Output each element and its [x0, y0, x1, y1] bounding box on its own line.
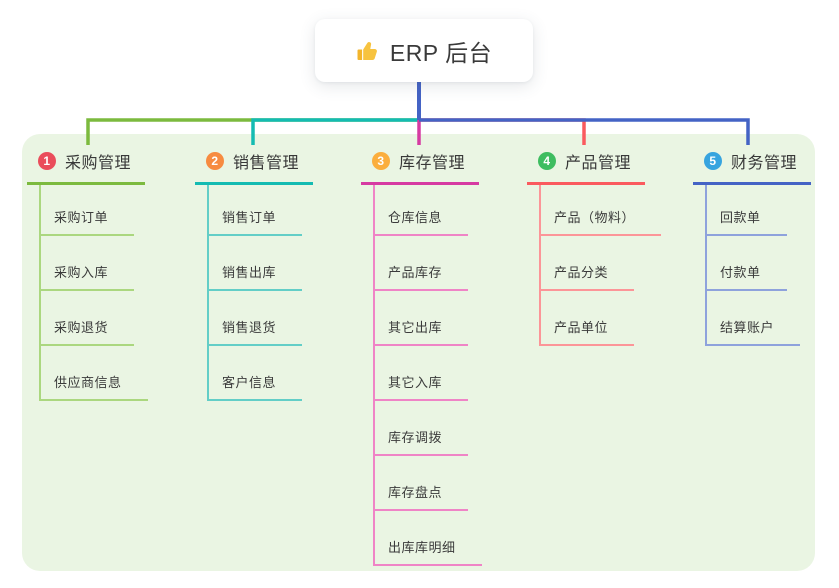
branch-header[interactable]: 2 销售管理 [195, 146, 314, 185]
child-label[interactable]: 销售退货 [209, 317, 303, 346]
child-node: 其它出库 [375, 291, 482, 346]
child-label[interactable]: 销售订单 [209, 207, 303, 236]
branch-children: 产品（物料） 产品分类产品单位 [539, 185, 662, 346]
child-label[interactable]: 库存盘点 [375, 482, 469, 511]
branch-label: 产品管理 [565, 155, 632, 172]
child-node: 产品库存 [375, 236, 482, 291]
root-node[interactable]: ERP 后台 [315, 19, 533, 82]
branch-column: 3 库存管理 仓库信息产品库存其它出库其它入库库存调拨库存盘点出库库明细 [361, 146, 482, 566]
branch-label: 库存管理 [399, 155, 466, 172]
child-label[interactable]: 产品（物料） [541, 207, 662, 236]
child-node: 客户信息 [209, 346, 303, 401]
child-node: 供应商信息 [41, 346, 148, 401]
child-label[interactable]: 其它出库 [375, 317, 469, 346]
branch-header[interactable]: 5 财务管理 [693, 146, 812, 185]
child-label[interactable]: 采购入库 [41, 262, 135, 291]
branch-column: 4 产品管理 产品（物料） 产品分类产品单位 [527, 146, 662, 346]
child-node: 结算账户 [707, 291, 801, 346]
branch-header[interactable]: 1 采购管理 [27, 146, 146, 185]
thumbs-up-icon [356, 39, 380, 63]
child-label[interactable]: 采购退货 [41, 317, 135, 346]
child-label[interactable]: 付款单 [707, 262, 787, 291]
branch-header[interactable]: 4 产品管理 [527, 146, 646, 185]
child-node: 产品分类 [541, 236, 661, 291]
branch-label: 销售管理 [233, 155, 300, 172]
child-label[interactable]: 产品单位 [541, 317, 635, 346]
branch-number-badge: 5 [704, 152, 722, 170]
child-node: 产品单位 [541, 291, 661, 346]
child-node: 销售订单 [209, 185, 303, 236]
child-node: 采购订单 [41, 185, 148, 236]
child-node: 回款单 [707, 185, 800, 236]
branch-label: 财务管理 [731, 155, 798, 172]
branch-column: 5 财务管理 回款单付款单结算账户 [693, 146, 812, 346]
branch-number-badge: 2 [206, 152, 224, 170]
branch-children: 回款单付款单结算账户 [705, 185, 801, 346]
mindmap-panel [22, 134, 815, 571]
branch-label: 采购管理 [65, 155, 132, 172]
child-node: 仓库信息 [375, 185, 482, 236]
child-label[interactable]: 产品分类 [541, 262, 635, 291]
child-node: 产品（物料） [541, 185, 662, 236]
branch-number-badge: 3 [372, 152, 390, 170]
child-label[interactable]: 仓库信息 [375, 207, 469, 236]
child-node: 库存调拨 [375, 401, 482, 456]
branch-column: 2 销售管理 销售订单销售出库销售退货客户信息 [195, 146, 314, 401]
child-label[interactable]: 结算账户 [707, 317, 801, 346]
branch-children: 销售订单销售出库销售退货客户信息 [207, 185, 303, 401]
branch-column: 1 采购管理 采购订单采购入库采购退货供应商信息 [27, 146, 148, 401]
child-node: 采购入库 [41, 236, 148, 291]
branch-number-badge: 1 [38, 152, 56, 170]
child-node: 采购退货 [41, 291, 148, 346]
child-node: 库存盘点 [375, 456, 482, 511]
child-label[interactable]: 采购订单 [41, 207, 135, 236]
branch-children: 仓库信息产品库存其它出库其它入库库存调拨库存盘点出库库明细 [373, 185, 482, 566]
child-label[interactable]: 销售出库 [209, 262, 303, 291]
child-node: 付款单 [707, 236, 800, 291]
branch-children: 采购订单采购入库采购退货供应商信息 [39, 185, 148, 401]
branch-number-badge: 4 [538, 152, 556, 170]
root-label: ERP 后台 [389, 39, 493, 66]
child-label[interactable]: 回款单 [707, 207, 787, 236]
child-label[interactable]: 客户信息 [209, 372, 303, 401]
child-label[interactable]: 供应商信息 [41, 372, 148, 401]
child-label[interactable]: 库存调拨 [375, 427, 469, 456]
child-label[interactable]: 其它入库 [375, 372, 469, 401]
child-label[interactable]: 产品库存 [375, 262, 469, 291]
child-node: 销售出库 [209, 236, 303, 291]
branch-header[interactable]: 3 库存管理 [361, 146, 480, 185]
child-node: 其它入库 [375, 346, 482, 401]
child-node: 销售退货 [209, 291, 303, 346]
child-node: 出库库明细 [375, 511, 482, 566]
child-label[interactable]: 出库库明细 [375, 537, 482, 566]
